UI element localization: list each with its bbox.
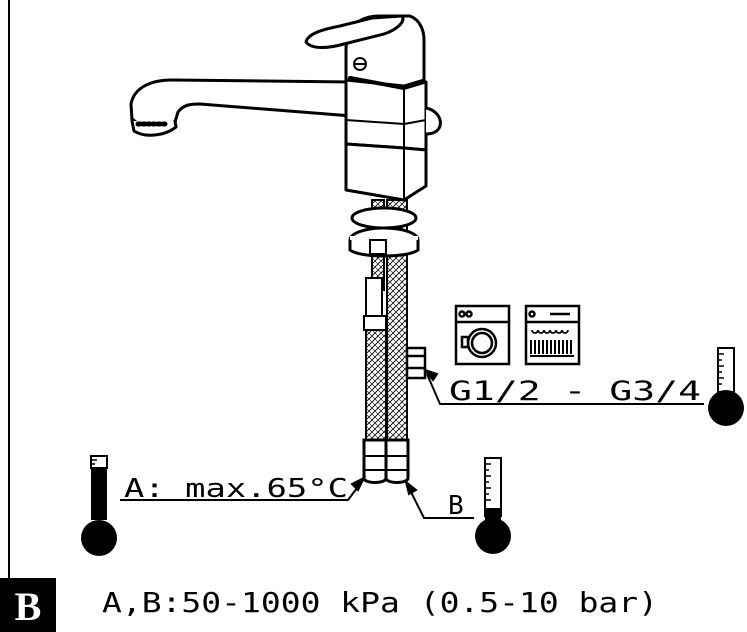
dishwasher-icon	[524, 304, 581, 366]
faucet-side-knob	[424, 106, 442, 136]
hose-fitting-b	[384, 438, 410, 484]
thermometer-icon-cold	[475, 457, 511, 554]
washer-top	[350, 206, 418, 230]
mounting-assembly	[348, 199, 420, 484]
faucet-spout	[129, 78, 354, 137]
section-badge: B	[0, 578, 56, 632]
leader-lines	[120, 367, 704, 519]
faucet-lever	[304, 14, 405, 49]
hose-a	[365, 329, 387, 441]
section-badge-letter: B	[15, 584, 42, 629]
washing-machine-icon	[454, 304, 511, 366]
side-outlet	[405, 346, 427, 380]
inlet-a-label: A: max.65°C	[124, 474, 348, 504]
pressure-range-label: A,B:50-1000 kPa (0.5-10 bar)	[102, 586, 658, 619]
thermometer-icon-cold-outlet	[708, 347, 744, 426]
thread-size-label: G1/2 - G3/4	[449, 376, 701, 407]
inlet-b-label: B	[448, 491, 464, 521]
faucet	[129, 14, 442, 202]
thermometer-icon-hot	[81, 455, 117, 556]
faucet-body-lower	[344, 142, 428, 202]
hose-fitting-a	[362, 438, 388, 484]
